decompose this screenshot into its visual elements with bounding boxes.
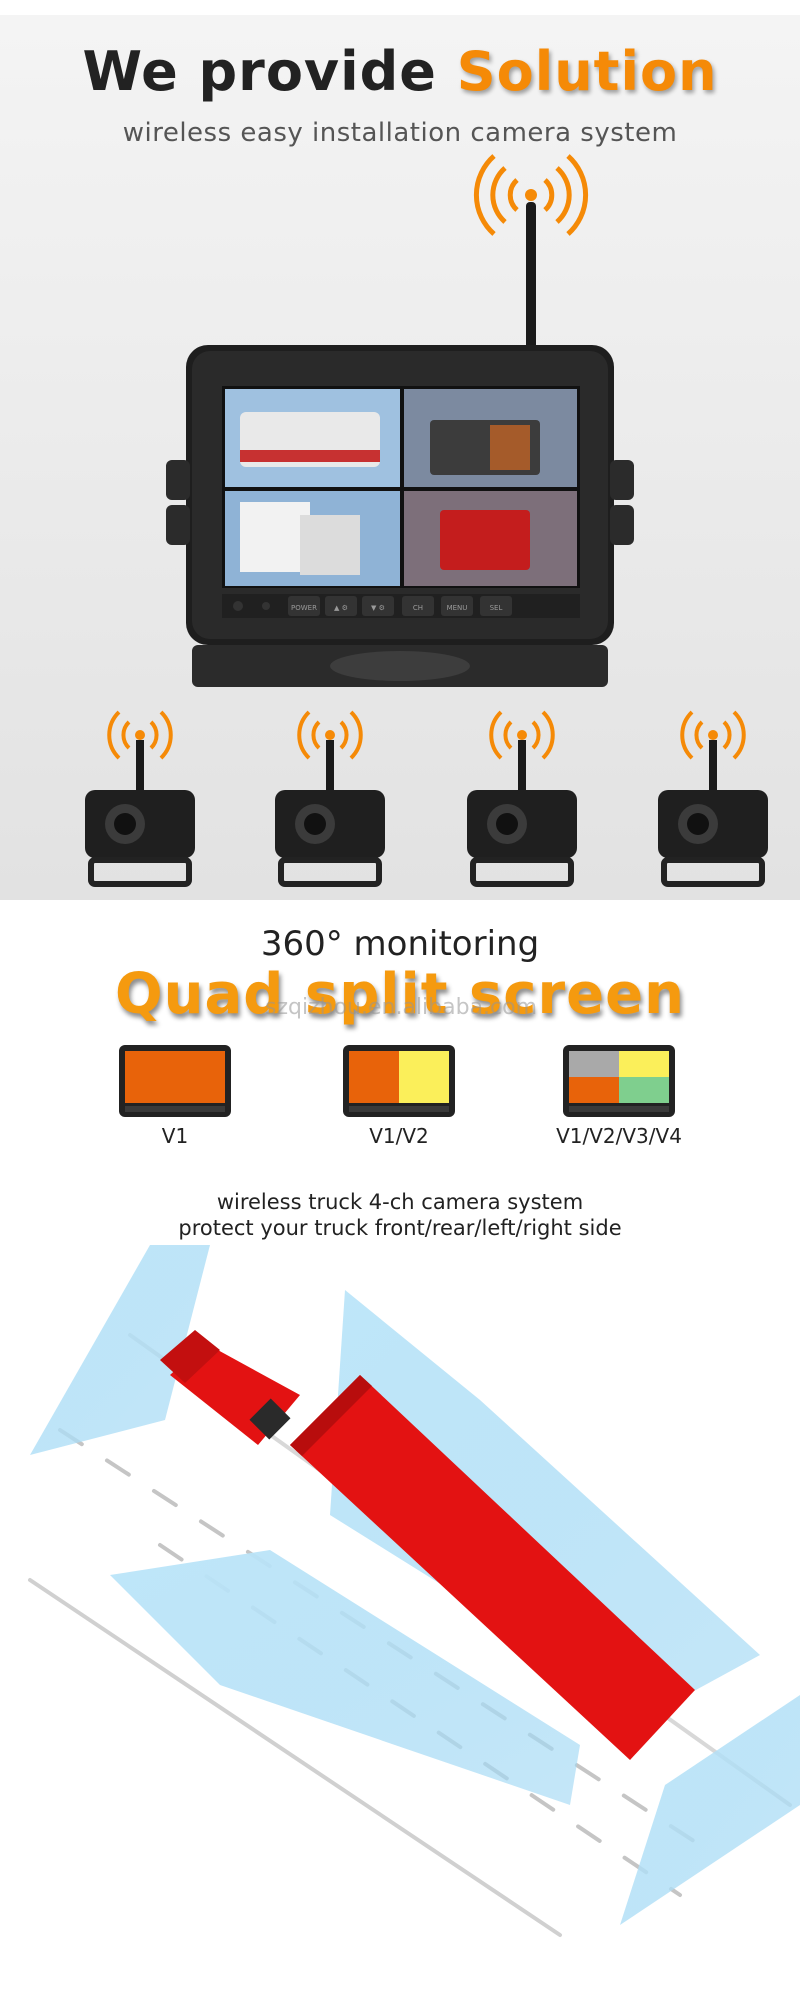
coverage-right bbox=[330, 1290, 760, 1715]
monitor-button-3: ▼ ⚙ bbox=[371, 604, 385, 612]
monitoring-caption: 360° monitoring bbox=[260, 924, 540, 964]
mode-quad-pane-3 bbox=[569, 1077, 619, 1103]
monitor-button-6: SEL bbox=[490, 604, 503, 612]
mode-v1v2-pane-2 bbox=[399, 1051, 449, 1103]
camera-4 bbox=[658, 710, 768, 887]
mode-quad-screen bbox=[569, 1051, 669, 1103]
mode-quad-monitor bbox=[563, 1045, 675, 1117]
hero-title-plain: We provide bbox=[82, 40, 437, 103]
hero-title: We provide Solution bbox=[0, 40, 800, 103]
mode-v1v2-monitor bbox=[343, 1045, 455, 1117]
monitor-button-1: POWER bbox=[291, 604, 317, 612]
mode-quad-pane-4 bbox=[619, 1077, 669, 1103]
monitor-antenna bbox=[473, 154, 589, 350]
mode-v1v2-label: V1/V2 bbox=[369, 1124, 429, 1148]
description-line-1: wireless truck 4-ch camera system bbox=[216, 1190, 584, 1214]
truck-coverage-illustration bbox=[28, 1245, 800, 1937]
mode-quad-pane-2 bbox=[619, 1051, 669, 1077]
mode-v1v2-pane-1 bbox=[349, 1051, 399, 1103]
hero-subtitle: wireless easy installation camera system bbox=[122, 118, 678, 148]
mode-v1-screen bbox=[125, 1051, 225, 1103]
coverage-rear bbox=[620, 1695, 800, 1925]
coverage-left bbox=[110, 1550, 580, 1805]
system-illustration: POWER ▲ ⚙ ▼ ⚙ CH MENU SEL bbox=[85, 154, 768, 887]
quad-split-headline: Quad split screen bbox=[115, 962, 685, 1027]
monitor-button-row: POWER ▲ ⚙ ▼ ⚙ CH MENU SEL bbox=[233, 596, 512, 616]
hero-title-accent: Solution bbox=[456, 40, 718, 103]
watermark: szqizhou.en.alibaba.com bbox=[265, 995, 538, 1020]
red-truck bbox=[160, 1330, 695, 1760]
mode-quad-label: V1/V2/V3/V4 bbox=[556, 1124, 682, 1148]
mode-v1v2-screen bbox=[349, 1051, 449, 1103]
monitor-button-4: CH bbox=[413, 604, 423, 612]
monitor-button-5: MENU bbox=[447, 604, 468, 612]
mode-v1-monitor bbox=[119, 1045, 231, 1117]
camera-2 bbox=[275, 710, 385, 887]
mode-v1-pane-1 bbox=[125, 1051, 225, 1103]
coverage-front bbox=[30, 1245, 210, 1455]
camera-3 bbox=[467, 710, 577, 887]
monitor: POWER ▲ ⚙ ▼ ⚙ CH MENU SEL bbox=[166, 345, 634, 687]
monitor-button-2: ▲ ⚙ bbox=[334, 604, 348, 612]
camera-1 bbox=[85, 710, 195, 887]
description-line-2: protect your truck front/rear/left/right… bbox=[178, 1216, 622, 1240]
mode-quad-pane-1 bbox=[569, 1051, 619, 1077]
mode-v1-label: V1 bbox=[161, 1124, 189, 1148]
